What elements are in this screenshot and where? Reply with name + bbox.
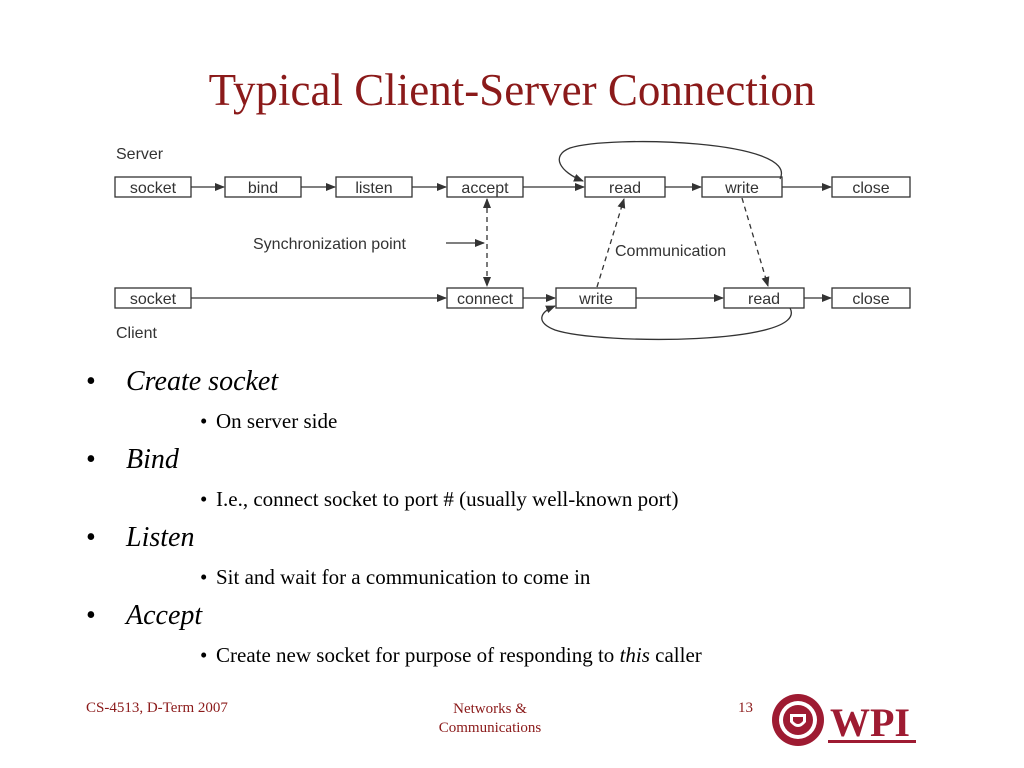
server-write-box: write [701, 176, 783, 198]
client-write-box: write [555, 287, 637, 309]
wpi-seal-icon [772, 694, 824, 746]
server-loop-arrow [558, 140, 783, 182]
bullet-bind: •Bind [86, 444, 179, 475]
server-accept-label: accept [461, 180, 509, 197]
comm-write-to-read-arrow [596, 198, 626, 288]
wpi-logo: WPI [772, 694, 916, 746]
server-bind-box: bind [224, 176, 302, 198]
sync-label: Synchronization point [253, 236, 407, 253]
client-read-label: read [748, 291, 780, 308]
server-close-box: close [831, 176, 911, 198]
server-accept-box: accept [446, 176, 524, 198]
wpi-logo-text: WPI [830, 700, 910, 745]
server-listen-label: listen [355, 180, 392, 197]
client-socket-box: socket [114, 287, 192, 309]
client-close-label: close [852, 291, 889, 308]
comm-write-to-read-client-arrow [741, 197, 770, 287]
client-connect-box: connect [446, 287, 524, 309]
server-read-label: read [609, 180, 641, 197]
client-socket-label: socket [130, 291, 177, 308]
sub-bullet-connect-port: •I.e., connect socket to port # (usually… [200, 487, 679, 511]
server-socket-box: socket [114, 176, 192, 198]
bullet-accept: •Accept [86, 600, 203, 631]
sub-bullet-server-side: •On server side [200, 409, 338, 433]
server-bind-label: bind [248, 180, 278, 197]
server-label: Server [116, 146, 164, 163]
client-server-diagram: Server Client socket bind listen accept … [114, 140, 911, 342]
bullet-list: •Create socket •On server side •Bind •I.… [86, 362, 966, 674]
client-close-box: close [831, 287, 911, 309]
bullet-create-socket: •Create socket [86, 366, 279, 397]
comm-label: Communication [615, 243, 726, 260]
slide-title: Typical Client-Server Connection [208, 65, 816, 115]
server-close-label: close [852, 180, 889, 197]
client-connect-label: connect [457, 291, 514, 308]
slide-number: 13 [738, 700, 753, 716]
client-read-box: read [723, 287, 805, 309]
footer-course: CS-4513, D-Term 2007 [86, 700, 228, 716]
sub-bullet-sit-wait: •Sit and wait for a communication to com… [200, 565, 591, 589]
server-listen-box: listen [335, 176, 413, 198]
server-write-label: write [724, 180, 759, 197]
server-socket-label: socket [130, 180, 177, 197]
sub-bullet-new-socket: •Create new socket for purpose of respon… [200, 643, 702, 667]
client-write-label: write [578, 291, 613, 308]
bullet-listen: •Listen [86, 522, 195, 553]
client-loop-arrow [541, 305, 792, 341]
client-label: Client [116, 325, 157, 342]
server-read-box: read [584, 176, 666, 198]
footer-topic: Networks & Communications [438, 701, 542, 736]
